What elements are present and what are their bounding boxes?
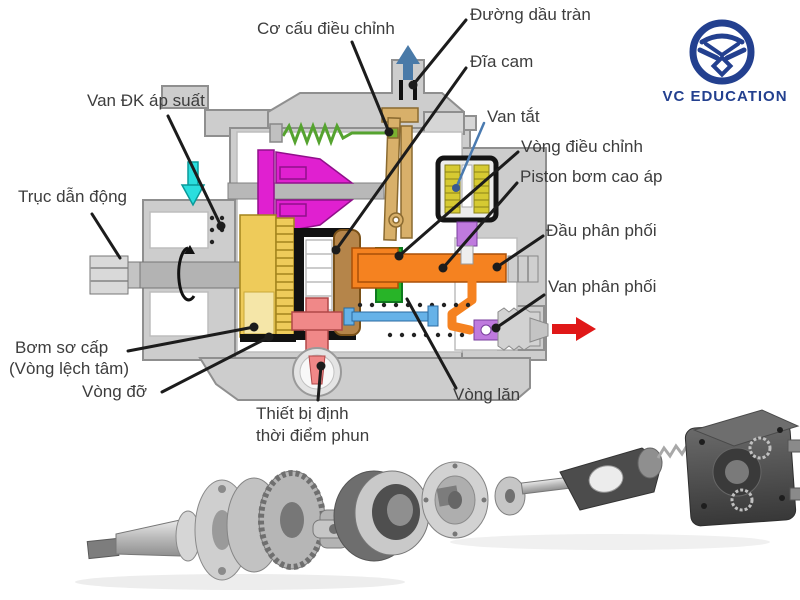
- inlet-arrow-icon: [180, 161, 206, 207]
- leader-delivery-valve: [491, 293, 546, 333]
- label-distributor-head: Đầu phân phối: [546, 221, 657, 240]
- leader-support-ring: [160, 332, 274, 394]
- piston-part: [351, 247, 539, 335]
- label-delivery-valve: Van phân phối: [548, 277, 657, 296]
- adjust-screw: [343, 305, 439, 327]
- exploded-distributor-head: [684, 409, 800, 527]
- label-hp-piston: Piston bơm cao áp: [520, 167, 663, 186]
- overflow-arrow-icon: [396, 45, 420, 80]
- label-control-ring: Vòng điều chỉnh: [521, 137, 643, 156]
- leader-hp-piston: [438, 181, 519, 273]
- label-feed-pump: Bơm sơ cấp: [15, 338, 109, 357]
- label-overflow-line: Đường dầu tràn: [470, 5, 591, 24]
- label-pressure-valve: Van ĐK áp suất: [87, 91, 205, 110]
- exploded-cam-disc: [421, 461, 489, 539]
- governor-shaft: [227, 182, 385, 200]
- label-timing-device-1: Thiết bị định: [256, 404, 349, 423]
- leader-timing-device: [316, 361, 326, 402]
- leader-shutoff-valve: [452, 121, 486, 192]
- label-support-ring: Vòng đỡ: [82, 382, 148, 401]
- governor-spring: [269, 121, 385, 147]
- label-roller-ring: Vòng lăn: [453, 385, 521, 404]
- label-shutoff-valve: Van tắt: [487, 107, 540, 126]
- label-governor: Cơ cấu điều chỉnh: [257, 19, 395, 38]
- exploded-yoke: [559, 447, 663, 511]
- drive-shaft-part: [89, 255, 246, 295]
- leader-control-ring: [394, 150, 520, 261]
- label-timing-device-2: thời điểm phun: [256, 426, 370, 445]
- housing-bottom-flange: [198, 357, 531, 401]
- leader-cam-disc: [331, 66, 468, 255]
- label-cam-disc: Đĩa cam: [470, 52, 534, 71]
- rotation-arrow-icon: [177, 245, 196, 302]
- leader-governor: [350, 40, 394, 137]
- outlet-arrow-icon: [552, 317, 596, 341]
- leader-lines: [90, 18, 546, 402]
- leader-overflow: [408, 18, 468, 90]
- exploded-drive-shaft: [86, 470, 326, 581]
- label-feed-pump-sub: (Vòng lệch tâm): [9, 359, 129, 378]
- leader-drive-shaft: [90, 212, 122, 260]
- exploded-parts-photo: [75, 409, 800, 590]
- leader-feed-pump: [126, 322, 259, 353]
- leader-distributor-head: [492, 234, 545, 272]
- exploded-roller-ring: [333, 470, 430, 562]
- label-drive-shaft: Trục dẫn động: [18, 187, 127, 206]
- leader-pressure-valve: [166, 114, 226, 231]
- feed-pump-gear: [239, 214, 295, 338]
- vc-education-logo-mark: [689, 19, 755, 85]
- leader-roller-ring: [405, 297, 458, 390]
- logo-text: VC EDUCATION: [662, 88, 788, 105]
